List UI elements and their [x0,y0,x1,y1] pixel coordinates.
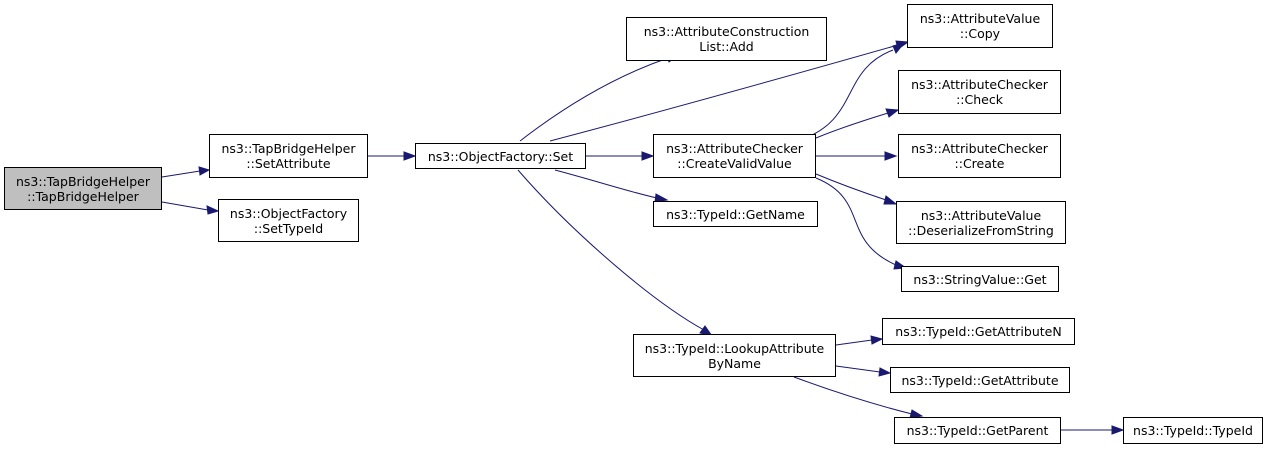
edge-ctor-setattribute [161,170,201,178]
node-label: ::SetTypeId [253,220,324,236]
node-label: ns3::TypeId::GetParent [906,423,1049,438]
node-typeid-getattributen[interactable]: ns3::TypeId::GetAttributeN [882,318,1075,345]
node-label: ns3::TapBridgeHelper [15,173,151,189]
node-attributechecker-create[interactable]: ns3::AttributeChecker ::Create [898,134,1061,178]
edge-set-copy [549,44,899,142]
node-attributevalue-copy[interactable]: ns3::AttributeValue ::Copy [907,4,1053,48]
arrow-head [206,205,220,215]
arrow-head [641,151,655,161]
arrow-head [870,335,884,345]
node-label: ::TapBridgeHelper [27,188,139,204]
node-label: ns3::TapBridgeHelper [221,141,356,156]
node-label: ns3::TypeId::TypeId [1133,423,1253,438]
node-tapbridgehelper-setattribute[interactable]: ns3::TapBridgeHelper ::SetAttribute [209,134,368,178]
node-label: ns3::TypeId::GetAttribute [901,372,1059,388]
edge-cvv-deser [815,173,887,201]
node-label: List::Add [699,39,754,54]
node-attributeconstructionlist-add[interactable]: ns3::AttributeConstruction List::Add [626,17,827,61]
edge-lookup-getattr [835,365,881,373]
node-typeid-getparent[interactable]: ns3::TypeId::GetParent [894,417,1061,444]
node-label: ns3::AttributeValue [920,207,1042,223]
arrow-head [403,151,417,161]
arrow-head [198,166,211,176]
node-typeid-lookupattributebyname[interactable]: ns3::TypeId::LookupAttribute ByName [633,334,836,377]
node-label: ns3::TypeId::GetAttributeN [895,324,1062,339]
node-label: ns3::AttributeChecker [666,141,803,156]
node-label: ns3::AttributeChecker [911,141,1048,156]
edge-cvv-svget [815,177,897,266]
edge-ctor-settypeid [161,201,209,211]
node-label: ns3::ObjectFactory [229,205,348,221]
node-typeid-getname[interactable]: ns3::TypeId::GetName [653,201,818,227]
node-typeid-typeid[interactable]: ns3::TypeId::TypeId [1123,417,1263,444]
node-objectfactory-settypeid[interactable]: ns3::ObjectFactory ::SetTypeId [218,199,359,242]
node-tapbridgehelper-constructor[interactable]: ns3::TapBridgeHelper ::TapBridgeHelper [4,167,162,210]
node-label: ByName [708,355,761,371]
arrow-head [883,195,898,205]
node-attributechecker-check[interactable]: ns3::AttributeChecker ::Check [898,70,1061,114]
edge-set-lookup [517,169,705,331]
edge-cvv-copy [799,49,894,141]
node-label: ns3::TypeId::LookupAttribute [644,340,825,356]
edge-cvv-check [815,112,889,139]
edge-lookup-getattrn [835,339,873,346]
node-attributechecker-createvalidvalue[interactable]: ns3::AttributeChecker ::CreateValidValue [653,134,816,178]
node-stringvalue-get[interactable]: ns3::StringValue::Get [901,266,1059,292]
node-attributevalue-deserializefromstring[interactable]: ns3::AttributeValue ::DeserializeFromStr… [896,201,1066,244]
node-label: ns3::StringValue::Get [913,271,1047,287]
node-label: ::DeserializeFromString [908,222,1054,238]
edge-lookup-getparent [793,376,913,415]
edge-set-acladd [519,57,669,142]
arrow-head [1111,425,1125,435]
node-label: ::SetAttribute [246,156,331,171]
node-label: ::CreateValidValue [677,156,792,171]
node-label: ns3::TypeId::GetName [666,206,805,222]
node-label: ns3::AttributeChecker [911,77,1048,92]
node-label: ns3::ObjectFactory::Set [427,148,574,164]
arrow-head [878,367,892,377]
node-label: ::Copy [959,26,1001,41]
arrow-head [884,151,898,161]
node-label: ::Create [954,156,1005,171]
node-label: ns3::AttributeValue [919,11,1041,26]
node-label: ::Check [956,92,1003,107]
arrow-head [885,108,900,118]
edge-set-getname [554,169,658,199]
node-objectfactory-set[interactable]: ns3::ObjectFactory::Set [415,143,586,169]
node-label: ns3::AttributeConstruction [643,24,810,39]
arrow-head [892,42,906,54]
node-typeid-getattribute[interactable]: ns3::TypeId::GetAttribute [890,367,1070,393]
